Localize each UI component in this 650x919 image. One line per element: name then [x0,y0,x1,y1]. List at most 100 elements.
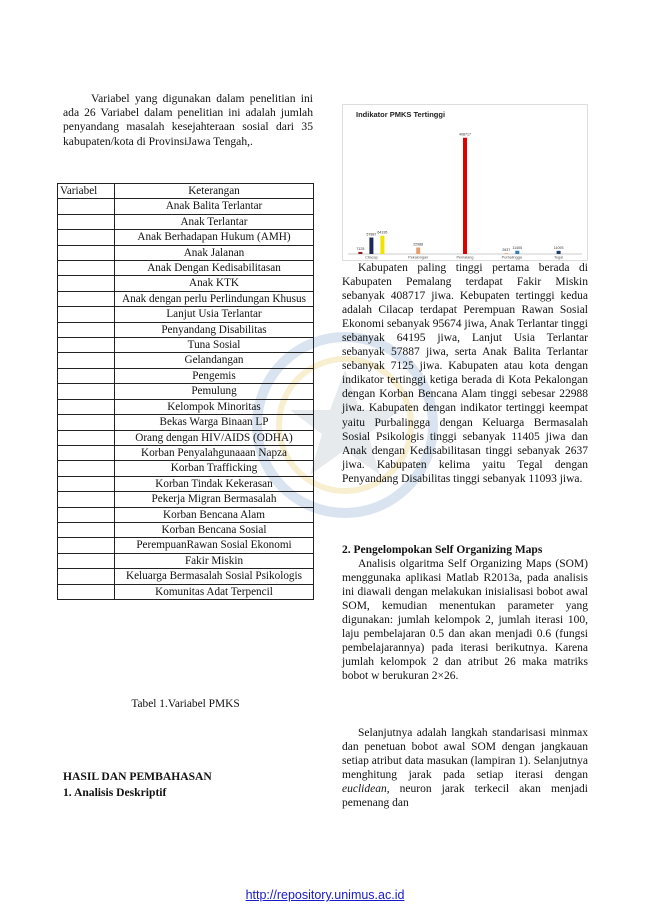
chart-data-label: 64195 [377,231,387,235]
keterangan-cell: PerempuanRawan Sosial Ekonomi [114,537,314,554]
keterangan-cell: Penyandang Disabilitas [114,321,314,339]
keterangan-cell: Fakir Miskin [114,552,314,570]
chart-data-label: 2637 [502,248,510,252]
variabel-cell [57,367,115,385]
keterangan-cell: Pekerja Migran Bermasalah [114,491,314,508]
table-row: Gelandangan [57,352,314,369]
chart-data-label: 11093 [554,246,564,250]
table-row: Orang dengan HIV/AIDS (ODHA) [57,429,314,446]
variabel-cell [57,537,115,554]
table-row: Komunitas Adat Terpencil [57,583,314,600]
keterangan-cell: Anak Balita Terlantar [114,198,314,215]
table-row: Kelompok Minoritas [57,398,314,416]
chart-bar [369,237,374,254]
keterangan-cell: Gelandangan [114,352,314,369]
variables-table: Variabel Keterangan Anak Balita Terlanta… [57,182,314,600]
table-row: Pengemis [57,367,314,385]
keterangan-cell: Korban Tindak Kekerasan [114,475,314,493]
variabel-cell [57,568,115,585]
table-row: Anak Balita Terlantar [57,198,314,215]
table-row: Anak Berhadapan Hukum (AMH) [57,229,314,246]
keterangan-cell: Bekas Warga Binaan LP [114,414,314,431]
chart-bar [463,137,467,254]
variabel-cell [57,198,115,215]
table-row: Korban Penyalahgunaaan Napza [57,444,314,462]
repository-link[interactable]: http://repository.unimus.ac.id [245,888,405,902]
keterangan-cell: Anak Dengan Kedisabilitasan [114,260,314,277]
keterangan-cell: Komunitas Adat Terpencil [114,583,314,600]
table-row: Penyandang Disabilitas [57,321,314,339]
variabel-cell [57,460,115,477]
table-row: Pekerja Migran Bermasalah [57,491,314,508]
chart-bar [380,235,385,254]
keterangan-cell: Kelompok Minoritas [114,398,314,416]
keterangan-cell: Anak Terlantar [114,213,314,231]
variabel-cell [57,398,115,416]
variabel-cell [57,491,115,508]
table-row: Anak Dengan Kedisabilitasan [57,260,314,277]
chart-title: Indikator PMKS Tertinggi [356,110,445,119]
chart-data-label: 22988 [413,242,423,246]
chart-data-label: 408717 [459,133,471,137]
table-row: Tuna Sosial [57,337,314,354]
keterangan-cell: Anak Jalanan [114,244,314,262]
table-row: Lanjut Usia Terlantar [57,306,314,323]
chart-category-label: Purbalingga [502,256,523,260]
variabel-cell [57,475,115,493]
chart-category-label: Cilacap [365,256,378,260]
table-row: Anak Jalanan [57,244,314,262]
keterangan-cell: Anak Berhadapan Hukum (AMH) [114,229,314,246]
chart-bar [416,247,421,254]
header-keterangan: Keterangan [114,182,314,200]
variabel-cell [57,244,115,262]
variabel-cell [57,444,115,462]
chart-bar [504,253,509,254]
keterangan-cell: Korban Bencana Alam [114,506,314,523]
chart-bar [515,250,520,254]
variabel-cell [57,521,115,539]
table-row: Anak Terlantar [57,213,314,231]
variabel-cell [57,306,115,323]
variabel-cell [57,290,115,308]
variabel-cell [57,429,115,446]
chart-data-label: 11405 [512,246,522,250]
variabel-cell [57,352,115,369]
section-heading-analisis: 1. Analisis Deskriptif [63,786,167,799]
keterangan-cell: Tuna Sosial [114,337,314,354]
table-row: Korban Bencana Alam [57,506,314,523]
table-row: Fakir Miskin [57,552,314,570]
paragraph-kabupaten: Kabupaten paling tinggi pertama berada d… [342,262,588,485]
variabel-cell [57,260,115,277]
intro-paragraph: Variabel yang digunakan dalam penelitian… [63,92,313,148]
header-variabel: Variabel [57,182,115,200]
chart-data-label: 57887 [366,233,376,237]
section-heading-hasil: HASIL DAN PEMBAHASAN [63,770,212,783]
variabel-cell [57,213,115,231]
chart-bar [556,250,561,254]
table-row: Bekas Warga Binaan LP [57,414,314,431]
para3-euclidean: euclidean [342,783,387,796]
left-column: Variabel yang digunakan dalam penelitian… [63,92,313,149]
table-row: Anak dengan perlu Perlindungan Khusus [57,290,314,308]
variabel-cell [57,337,115,354]
keterangan-cell: Orang dengan HIV/AIDS (ODHA) [114,429,314,446]
chart-category-label: Pekalongan [408,256,428,260]
chart-category-label: Pemalang [456,256,473,260]
keterangan-cell: Keluarga Bermasalah Sosial Psikologis [114,568,314,585]
variabel-cell [57,552,115,570]
table-header-row: Variabel Keterangan [57,182,314,200]
variabel-cell [57,321,115,339]
table-row: Keluarga Bermasalah Sosial Psikologis [57,568,314,585]
chart-category-label: Tegal [554,256,563,260]
section-heading-som: 2. Pengelompokan Self Organizing Maps [342,544,543,556]
table-caption: Tabel 1.Variabel PMKS [131,698,240,710]
table-row: Pemulung [57,383,314,400]
variabel-cell [57,506,115,523]
table-row: PerempuanRawan Sosial Ekonomi [57,537,314,554]
variabel-cell [57,383,115,400]
keterangan-cell: Anak KTK [114,275,314,292]
table-row: Anak KTK [57,275,314,292]
